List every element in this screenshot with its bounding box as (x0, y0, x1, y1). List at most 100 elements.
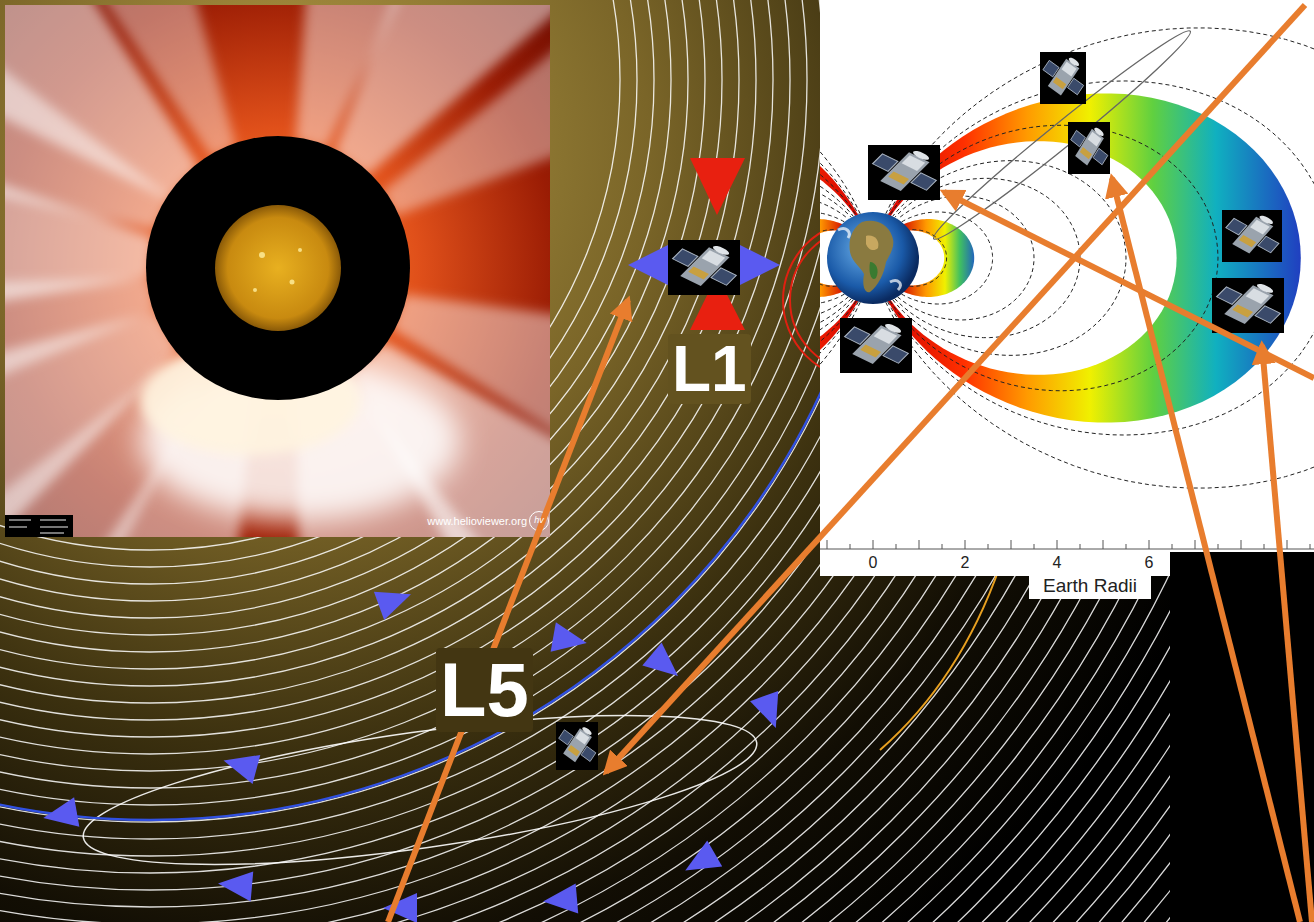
distance-axis (1241, 540, 1242, 549)
l5-motion-marker (551, 622, 590, 657)
l5-motion-marker (750, 691, 790, 733)
potential-contour (0, 0, 739, 669)
distance-axis (1287, 540, 1288, 549)
tadpole-contour (75, 685, 765, 895)
potential-contour (0, 0, 756, 686)
axis-tick-label: 4 (1053, 554, 1062, 572)
field-line (895, 178, 1080, 337)
axis-tick-label: 0 (869, 554, 878, 572)
coronagraph-image (5, 5, 550, 537)
axis-title: Earth Radii (1029, 575, 1151, 599)
distance-axis (1149, 540, 1150, 549)
coronagraph-image (259, 252, 265, 258)
distance-axis (1195, 540, 1196, 549)
coronagraph-image (253, 248, 302, 292)
distance-axis (965, 540, 966, 549)
coronagraph-image (9, 519, 31, 521)
distance-axis (873, 540, 874, 549)
distance-axis (850, 544, 851, 549)
l5-motion-marker (220, 746, 261, 784)
potential-contour (0, 0, 909, 839)
distance-axis (1057, 540, 1058, 549)
coronal-streamer (41, 5, 236, 158)
coronagraph-image (298, 248, 302, 252)
potential-contour (0, 0, 892, 822)
website-credit: www.helioviewer.org (427, 515, 527, 527)
potential-contour (0, 0, 705, 635)
earth-globe (827, 212, 919, 304)
satellite-icon (1218, 205, 1290, 262)
coronagraph-image (290, 280, 295, 285)
coronagraph-image (5, 515, 73, 537)
l1-motion-markers (740, 245, 780, 285)
radiation-belt-panel (820, 0, 1314, 552)
earth-globe (866, 236, 878, 250)
radiation-belt (820, 93, 1301, 422)
distance-axis (1011, 540, 1012, 549)
distance-axis (919, 540, 920, 549)
radiation-belt-panel (820, 552, 1170, 576)
coronagraph-image (40, 532, 64, 534)
distance-axis (1080, 544, 1081, 549)
pointer-arrow (1112, 178, 1300, 922)
radiation-belt-panel (1170, 552, 1314, 922)
satellite-icon (664, 235, 751, 295)
orbit-arc (880, 566, 1000, 750)
satellite-icon (864, 140, 951, 200)
coronagraph-image (253, 288, 257, 292)
distance-axis (1172, 544, 1173, 549)
potential-contour (0, 0, 807, 737)
distance-axis (1034, 544, 1035, 549)
pointer-arrow (388, 5, 1314, 922)
earth-globe (838, 229, 900, 290)
coronal-streamer (5, 5, 550, 537)
potential-contour (0, 0, 960, 890)
lagrange-point-label: L5 (436, 648, 533, 732)
potential-contour (0, 0, 722, 652)
lagrange-point-label: L1 (668, 334, 751, 404)
distance-axis (820, 549, 1314, 550)
l5-motion-marker (678, 841, 722, 884)
l1-motion-markers (690, 158, 745, 215)
potential-contour (0, 0, 875, 805)
pointer-arrow (606, 5, 1305, 772)
field-line (820, 28, 1314, 488)
field-line (886, 28, 1314, 488)
coronagraph-image (9, 519, 68, 534)
axis-tick-label: 2 (961, 554, 970, 572)
earth-globe (869, 262, 877, 279)
distance-axis (820, 540, 1314, 549)
l5-motion-marker (41, 797, 80, 832)
satellite-icon (553, 718, 604, 770)
satellite-icon (1065, 117, 1116, 174)
potential-contour (0, 0, 790, 720)
distance-axis (827, 540, 828, 549)
coronagraph-image (215, 205, 341, 331)
distance-axis (1126, 544, 1127, 549)
l5-motion-marker (217, 869, 253, 902)
satellite-orbit (926, 22, 1198, 248)
earth-orbit (0, 0, 890, 820)
coronagraph-image (40, 526, 68, 528)
satellite-icon (1208, 273, 1295, 333)
coronagraph-image (146, 136, 410, 400)
earth-globe (850, 221, 894, 292)
earth-globe (827, 212, 919, 304)
distance-axis (988, 544, 989, 549)
distance-axis (942, 544, 943, 549)
